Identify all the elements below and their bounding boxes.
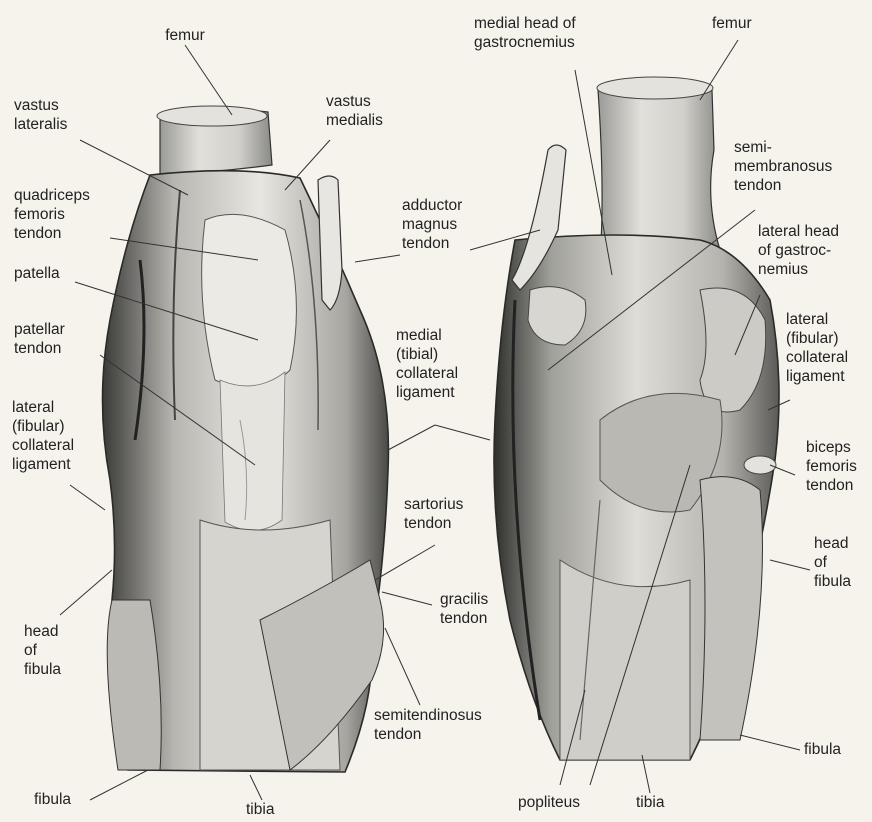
label-semitendinosus: semitendinosus tendon bbox=[374, 706, 482, 744]
leader-head-fibula-right bbox=[770, 560, 810, 570]
leader-medial-ligament bbox=[388, 425, 435, 450]
left-adductor-tendon bbox=[318, 176, 342, 310]
label-adductor-magnus: adductor magnus tendon bbox=[402, 196, 462, 253]
label-sartorius: sartorius tendon bbox=[404, 495, 463, 533]
leader-femur-right bbox=[700, 40, 738, 100]
label-head-fibula-right: head of fibula bbox=[814, 534, 851, 591]
leader-gracilis bbox=[382, 592, 432, 605]
right-tibia bbox=[560, 560, 690, 760]
label-patella: patella bbox=[14, 264, 60, 283]
label-medial-ligament: medial (tibial) collateral ligament bbox=[396, 326, 458, 402]
leader-femur-left bbox=[185, 45, 232, 115]
label-lateral-ligament-right: lateral (fibular) collateral ligament bbox=[786, 310, 848, 386]
leader-fibula-left bbox=[90, 770, 148, 800]
left-patella bbox=[202, 214, 297, 388]
label-patellar-tendon: patellar tendon bbox=[14, 320, 65, 358]
label-fibula-right: fibula bbox=[804, 740, 841, 759]
left-patellar-tendon bbox=[220, 372, 285, 531]
label-medial-head-gastrocnemius: medial head of gastrocnemius bbox=[474, 14, 576, 52]
label-head-fibula-left: head of fibula bbox=[24, 622, 61, 679]
label-femur-right: femur bbox=[712, 14, 752, 33]
label-femur-left: femur bbox=[150, 26, 220, 45]
right-femur-shaft bbox=[598, 83, 720, 261]
left-fibula bbox=[107, 600, 161, 770]
leader-fibula-right bbox=[740, 735, 800, 750]
label-tibia-right: tibia bbox=[636, 793, 664, 812]
label-gracilis: gracilis tendon bbox=[440, 590, 488, 628]
label-vastus-medialis: vastus medialis bbox=[326, 92, 383, 130]
label-vastus-lateralis: vastus lateralis bbox=[14, 96, 67, 134]
leader-adductor-left bbox=[355, 255, 400, 262]
right-fibula bbox=[700, 477, 763, 740]
leader-tibia-left bbox=[250, 775, 262, 800]
label-semimembranosus: semi- membranosus tendon bbox=[734, 138, 832, 195]
leader-head-fibula-left bbox=[60, 570, 112, 615]
label-tibia-left: tibia bbox=[246, 800, 274, 819]
leader-sartorius bbox=[375, 545, 435, 580]
left-femur-cut bbox=[157, 106, 267, 126]
label-popliteus: popliteus bbox=[518, 793, 580, 812]
anterior-knee-drawing bbox=[103, 106, 389, 772]
label-lateral-head-gastrocnemius: lateral head of gastroc- nemius bbox=[758, 222, 839, 279]
leader-semitendinosus bbox=[385, 628, 420, 705]
label-biceps-femoris: biceps femoris tendon bbox=[806, 438, 857, 495]
leader-medial-ligament-right bbox=[435, 425, 490, 440]
leader-lateral-ligament-left bbox=[70, 485, 105, 510]
label-lateral-ligament-left: lateral (fibular) collateral ligament bbox=[12, 398, 74, 474]
label-quadriceps-tendon: quadriceps femoris tendon bbox=[14, 186, 90, 243]
right-femur-cut bbox=[597, 77, 713, 99]
label-fibula-left: fibula bbox=[34, 790, 71, 809]
